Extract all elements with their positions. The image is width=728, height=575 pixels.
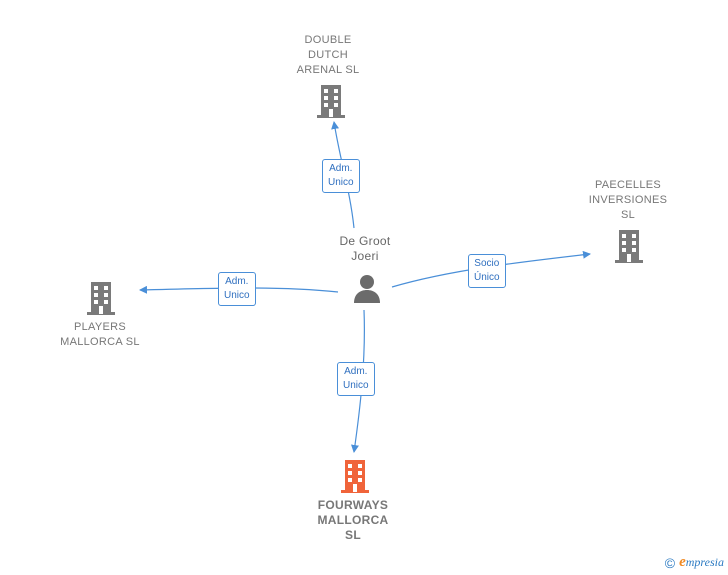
company-label-double-dutch[interactable]: DOUBLE DUTCH ARENAL SL [296, 34, 360, 76]
brand-name: mpresia [685, 555, 724, 569]
copyright-icon: © [664, 554, 676, 571]
relation-label-paecelles: Socio Único [468, 254, 506, 288]
person-icon[interactable] [352, 272, 382, 304]
building-icon-main[interactable] [339, 458, 371, 494]
relation-label-players: Adm. Unico [218, 272, 256, 306]
person-label[interactable]: De Groot Joeri [339, 234, 391, 263]
building-icon[interactable] [85, 280, 117, 316]
company-label-paecelles[interactable]: PAECELLES INVERSIONES SL [588, 179, 668, 221]
relation-label-double-dutch: Adm. Unico [322, 159, 360, 193]
relation-label-fourways: Adm. Unico [337, 362, 375, 396]
company-label-fourways[interactable]: FOURWAYS MALLORCA SL [317, 498, 389, 542]
brand-initial: e [679, 554, 686, 570]
company-label-players[interactable]: PLAYERS MALLORCA SL [60, 321, 140, 348]
brand-watermark: © empresia [665, 554, 724, 571]
building-icon[interactable] [613, 228, 645, 264]
building-icon[interactable] [315, 83, 347, 119]
